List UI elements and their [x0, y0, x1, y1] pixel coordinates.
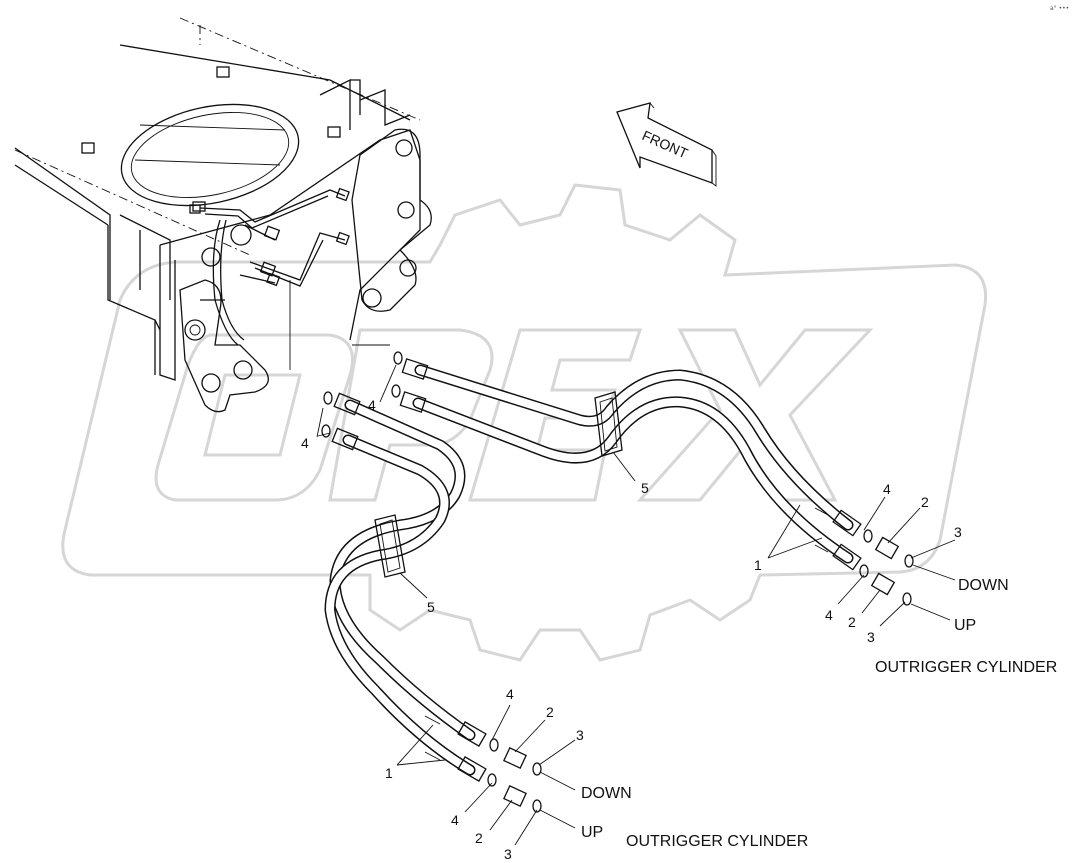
o-ring	[321, 424, 331, 438]
o-ring	[532, 799, 542, 813]
port-label-up: UP	[954, 617, 976, 634]
hose-clamps	[374, 391, 623, 578]
corner-mark: a° •••	[1050, 5, 1069, 12]
callout-3: 3	[954, 524, 962, 540]
callout-4: 4	[451, 812, 459, 828]
callout-1: 1	[385, 765, 393, 781]
callout-4: 4	[368, 397, 376, 413]
port-labels: DOWN UP DOWN UP	[581, 577, 1009, 841]
callout-5: 5	[641, 480, 649, 496]
o-ring	[391, 384, 401, 398]
callout-3: 3	[867, 629, 875, 645]
caption-outrigger-cylinder: OUTRIGGER CYLINDER	[875, 659, 1057, 676]
o-ring	[859, 564, 869, 578]
adapter-fitting	[874, 536, 900, 560]
callout-4: 4	[506, 686, 514, 702]
front-label: FRONT	[640, 127, 691, 161]
port-label-down: DOWN	[958, 577, 1009, 594]
caption-outrigger-cylinder: OUTRIGGER CYLINDER	[626, 833, 808, 850]
opex-watermark	[61, 183, 988, 662]
o-ring	[323, 391, 333, 405]
outrigger-frame	[14, 17, 432, 413]
leader-lines	[316, 364, 956, 846]
o-ring	[863, 529, 873, 543]
callout-2: 2	[546, 704, 554, 720]
callout-3: 3	[504, 846, 512, 862]
port-label-up: UP	[581, 824, 603, 841]
adapter-fitting	[503, 784, 527, 808]
callout-4: 4	[883, 481, 891, 497]
bottom-fittings	[487, 738, 542, 813]
callout-numbers: 4 4 1 5 4 2 3 4 2 3 5 1 4 2 3 4 2 3	[301, 397, 962, 862]
clamp-left	[374, 514, 406, 578]
port-label-down: DOWN	[581, 785, 632, 802]
callout-2: 2	[921, 494, 929, 510]
o-ring	[489, 738, 499, 752]
callout-5: 5	[427, 599, 435, 615]
callout-1: 1	[754, 557, 762, 573]
right-fittings	[859, 529, 914, 606]
callout-4: 4	[825, 607, 833, 623]
adapter-fitting	[503, 746, 527, 770]
callout-4: 4	[301, 435, 309, 451]
o-ring	[904, 554, 914, 568]
o-ring	[393, 351, 403, 365]
o-ring	[487, 773, 497, 787]
callout-2: 2	[475, 830, 483, 846]
o-ring	[902, 592, 912, 606]
o-ring	[532, 762, 542, 776]
clamp-right	[594, 391, 623, 457]
callout-3: 3	[576, 727, 584, 743]
front-arrow: FRONT	[616, 102, 717, 187]
captions: OUTRIGGER CYLINDER OUTRIGGER CYLINDER	[626, 659, 1057, 850]
adapter-fitting	[870, 572, 896, 596]
hose-assemblies	[324, 358, 862, 782]
callout-2: 2	[848, 614, 856, 630]
upper-o-rings	[321, 351, 403, 438]
